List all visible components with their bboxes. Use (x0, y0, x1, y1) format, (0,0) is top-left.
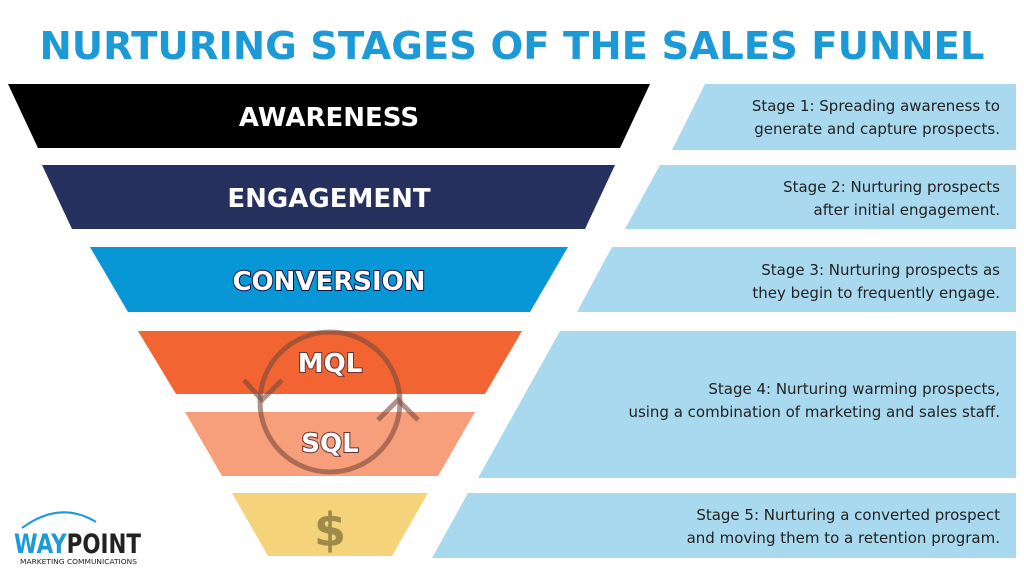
funnel-awareness (8, 84, 650, 148)
stage-3-panel (577, 247, 1016, 312)
label-engagement: ENGAGEMENT (227, 184, 430, 214)
cycle-arrows-icon (242, 329, 420, 475)
stage-1-panel (672, 84, 1016, 150)
waypoint-logo: WAYPOINT MARKETING COMMUNICATIONS (14, 511, 141, 566)
stage-4-panel (478, 331, 1016, 478)
funnel-mql (138, 331, 522, 394)
label-sql: SQL (301, 429, 358, 459)
funnel-closed (232, 493, 428, 556)
funnel-conversion (90, 247, 568, 312)
svg-text:MARKETING COMMUNICATIONS: MARKETING COMMUNICATIONS (20, 558, 138, 566)
page-title: NURTURING STAGES OF THE SALES FUNNEL (40, 24, 985, 68)
svg-text:WAYPOINT: WAYPOINT (14, 529, 141, 560)
funnel-sql (185, 412, 475, 476)
stage-2-panel (625, 165, 1016, 229)
label-awareness: AWARENESS (239, 103, 419, 133)
label-mql: MQL (298, 349, 363, 379)
dollar-icon: $ (314, 503, 346, 557)
label-conversion: CONVERSION (232, 267, 425, 297)
stage-5-panel (432, 493, 1016, 558)
funnel-engagement (42, 165, 615, 229)
stage-4-desc: Stage 4: Nurturing warming prospects,usi… (628, 380, 1000, 421)
